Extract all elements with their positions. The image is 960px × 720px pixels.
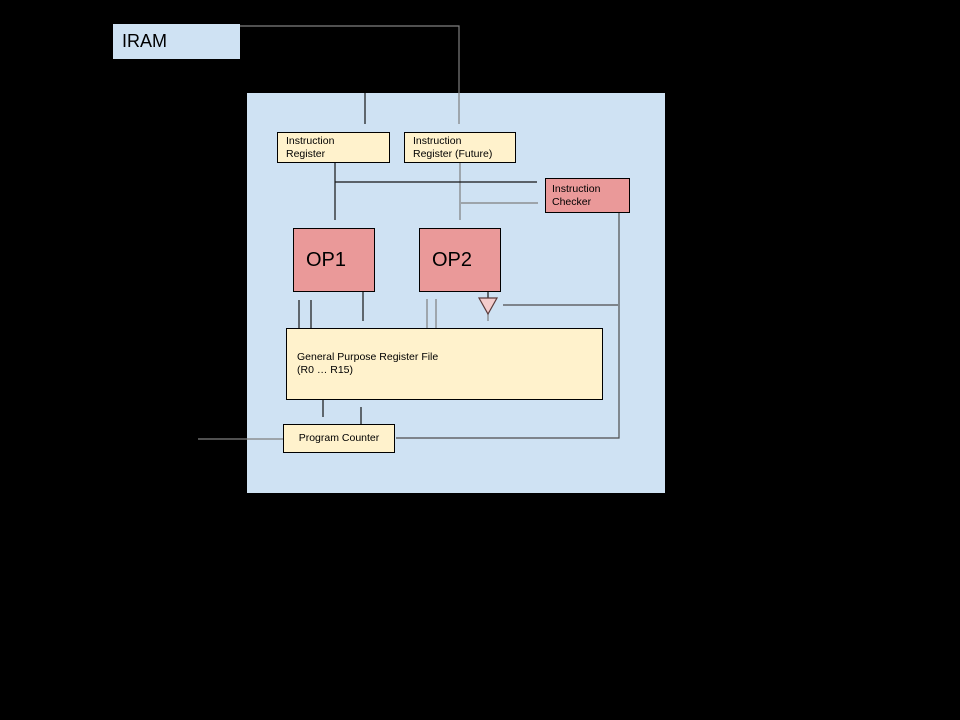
register-file-label-line2: (R0 … R15) [297,364,354,376]
instruction-register-label-line2: Register [286,147,326,160]
instruction-checker-label-line1: Instruction [552,182,601,195]
instruction-checker-box: Instruction Checker [545,178,630,213]
instruction-register-future-box: Instruction Register (Future) [404,132,516,163]
op1-box: OP1 [293,228,375,292]
op2-box: OP2 [419,228,501,292]
instruction-register-future-label-line1: Instruction [413,134,462,147]
op2-label: OP2 [432,248,473,271]
program-counter-box: Program Counter [283,424,395,453]
op1-label: OP1 [306,248,347,271]
register-file-label-line1: General Purpose Register File [297,351,439,363]
program-counter-label: Program Counter [298,432,380,444]
instruction-register-box: Instruction Register [277,132,390,163]
iram-box: IRAM [113,24,240,59]
instruction-checker-label-line2: Checker [552,195,592,208]
iram-label: IRAM [122,31,167,51]
instruction-register-label-line1: Instruction [286,134,335,147]
instruction-register-future-label-line2: Register (Future) [413,147,493,160]
register-file-box: General Purpose Register File (R0 … R15) [286,328,603,400]
